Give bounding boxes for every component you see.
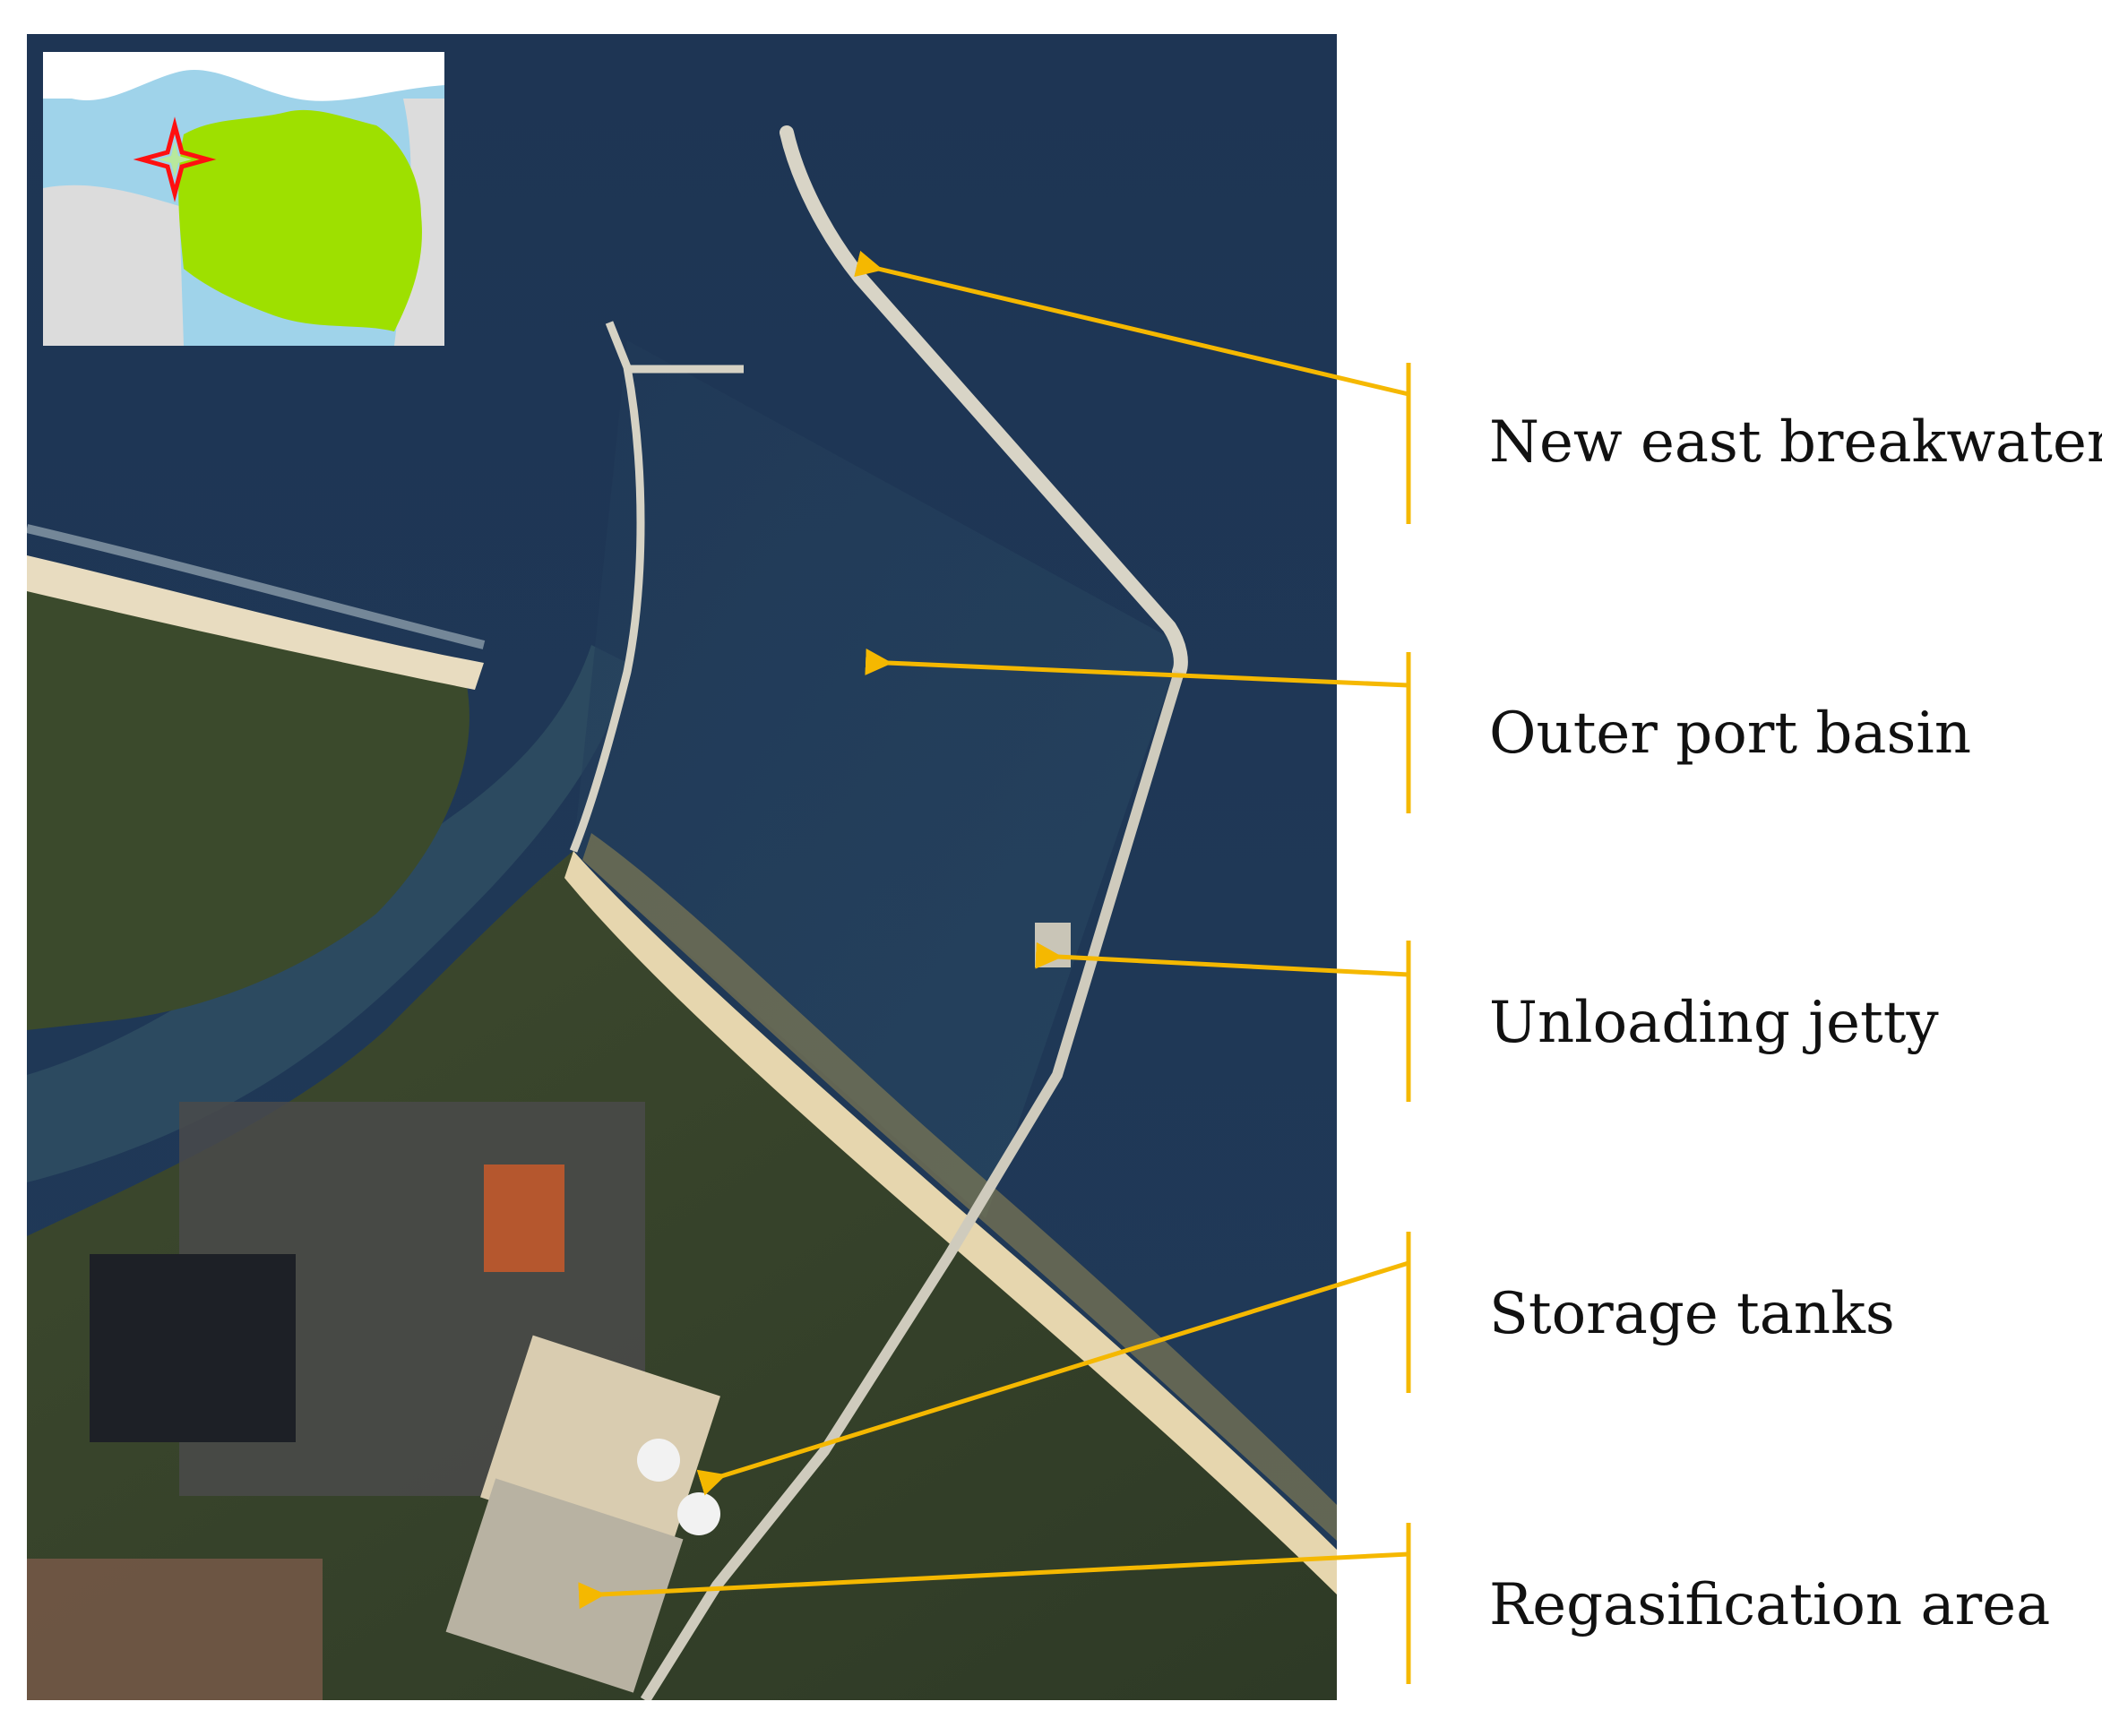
west-breakwater	[569, 321, 645, 853]
regas-plot	[445, 1478, 684, 1693]
storage-tank-1	[637, 1439, 680, 1482]
east-breakwater	[780, 125, 1188, 679]
storage-tank-2	[677, 1492, 720, 1535]
unloading-jetty	[640, 670, 1185, 1700]
coal-yard	[90, 1254, 296, 1442]
inset-poland	[178, 109, 422, 331]
arrow-breakwater	[854, 250, 1409, 397]
inset-scandinavia	[43, 52, 444, 101]
arrow-jetty	[1035, 941, 1409, 977]
annotation-leaders	[578, 250, 1411, 1684]
arrow-tanks	[696, 1260, 1409, 1496]
aerial-photo	[27, 34, 1337, 1700]
label-unloading-jetty: Unloading jetty	[1489, 990, 1939, 1056]
label-outer-port-basin: Outer port basin	[1489, 700, 1972, 767]
west-surf	[27, 524, 486, 649]
label-storage-tanks: Storage tanks	[1489, 1281, 1895, 1347]
arrow-basin	[865, 648, 1409, 688]
inset-map	[43, 52, 444, 346]
arrow-regas	[578, 1551, 1409, 1610]
east-beach	[564, 851, 1337, 1594]
location-star-icon	[133, 116, 217, 202]
west-beach	[27, 555, 484, 690]
outer-basin-water	[573, 340, 1183, 1218]
inset-neighbor-land	[43, 185, 184, 346]
label-regasification-area: Regasification area	[1489, 1572, 2051, 1638]
jetty-platform	[1035, 923, 1071, 967]
label-new-east-breakwater: New east breakwater	[1489, 409, 2102, 476]
town	[27, 1559, 323, 1700]
red-area	[484, 1164, 564, 1272]
shallow-water	[582, 833, 1337, 1541]
west-land	[27, 573, 470, 1030]
